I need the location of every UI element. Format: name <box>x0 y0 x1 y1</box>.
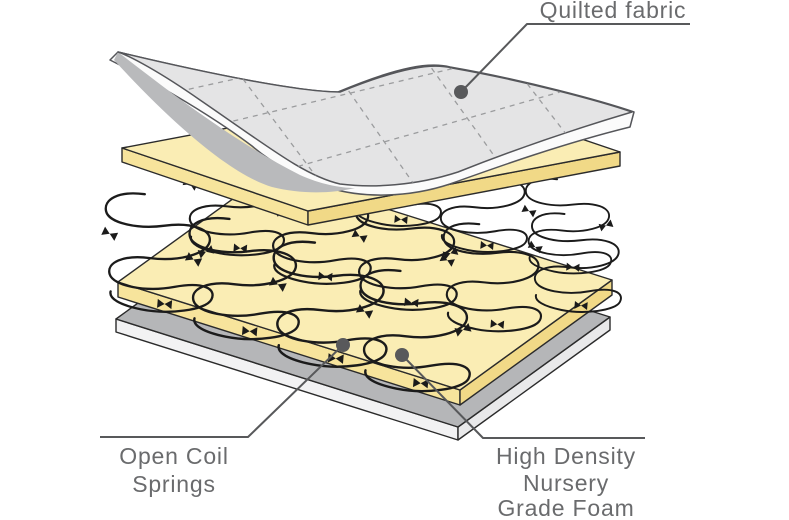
spring-clip-mark <box>480 240 494 251</box>
spring-clip-mark <box>241 325 258 337</box>
quilted-fabric-label: Quilted fabric <box>540 0 687 23</box>
quilt-line <box>174 67 456 136</box>
coil-spring <box>188 216 300 341</box>
quilt-line <box>249 91 561 181</box>
coil-spring <box>524 177 613 275</box>
spring-clip-mark <box>598 219 614 232</box>
spring-clip-mark <box>184 252 203 267</box>
quilted-fabric-layer <box>109 51 635 196</box>
fabric-underside <box>114 52 355 193</box>
quilted-fabric-callout-dot <box>454 85 468 99</box>
spring-clip-mark <box>268 276 287 292</box>
coil-spring <box>104 192 214 313</box>
callouts: Quilted fabric Open Coil Springs High De… <box>100 0 690 520</box>
coil-spring <box>442 222 543 333</box>
spring-clip-mark <box>527 240 543 254</box>
coil-spring <box>359 268 471 393</box>
spring-clip-mark <box>157 298 173 310</box>
spring-clip-mark <box>412 377 429 389</box>
spring-clip-mark <box>490 319 505 329</box>
high-density-foam-callout-dot <box>395 348 409 362</box>
spring-clip-mark <box>101 226 119 241</box>
open-coil-springs-callout-dot <box>336 338 350 352</box>
coil-spring <box>272 240 388 368</box>
spring-clip-mark <box>574 300 588 311</box>
open-coil-springs-callout-line <box>100 344 344 438</box>
open-coil-springs-label-line2: Springs <box>132 471 216 497</box>
spring-clip-mark <box>521 204 537 218</box>
high-density-foam-label-line1: High Density <box>496 443 636 469</box>
coil-spring <box>531 212 622 313</box>
high-density-foam-callout-line <box>401 354 645 439</box>
high-density-foam-label-line3: Grade Foam <box>497 495 634 520</box>
spring-clip-mark <box>439 253 455 267</box>
high-density-foam-label-line2: Nursery <box>523 470 609 496</box>
fabric-top-surface <box>117 51 633 187</box>
spring-clip-mark <box>454 323 472 337</box>
spring-clip-mark <box>351 229 368 243</box>
quilted-fabric-callout-line <box>460 23 690 93</box>
quilt-line <box>419 52 516 186</box>
spring-clip-mark <box>233 243 248 253</box>
open-coil-springs-label-line1: Open Coil <box>119 443 228 469</box>
coil-spring <box>354 196 458 311</box>
spring-clip-mark <box>394 214 408 225</box>
spring-clip-mark <box>355 304 374 319</box>
